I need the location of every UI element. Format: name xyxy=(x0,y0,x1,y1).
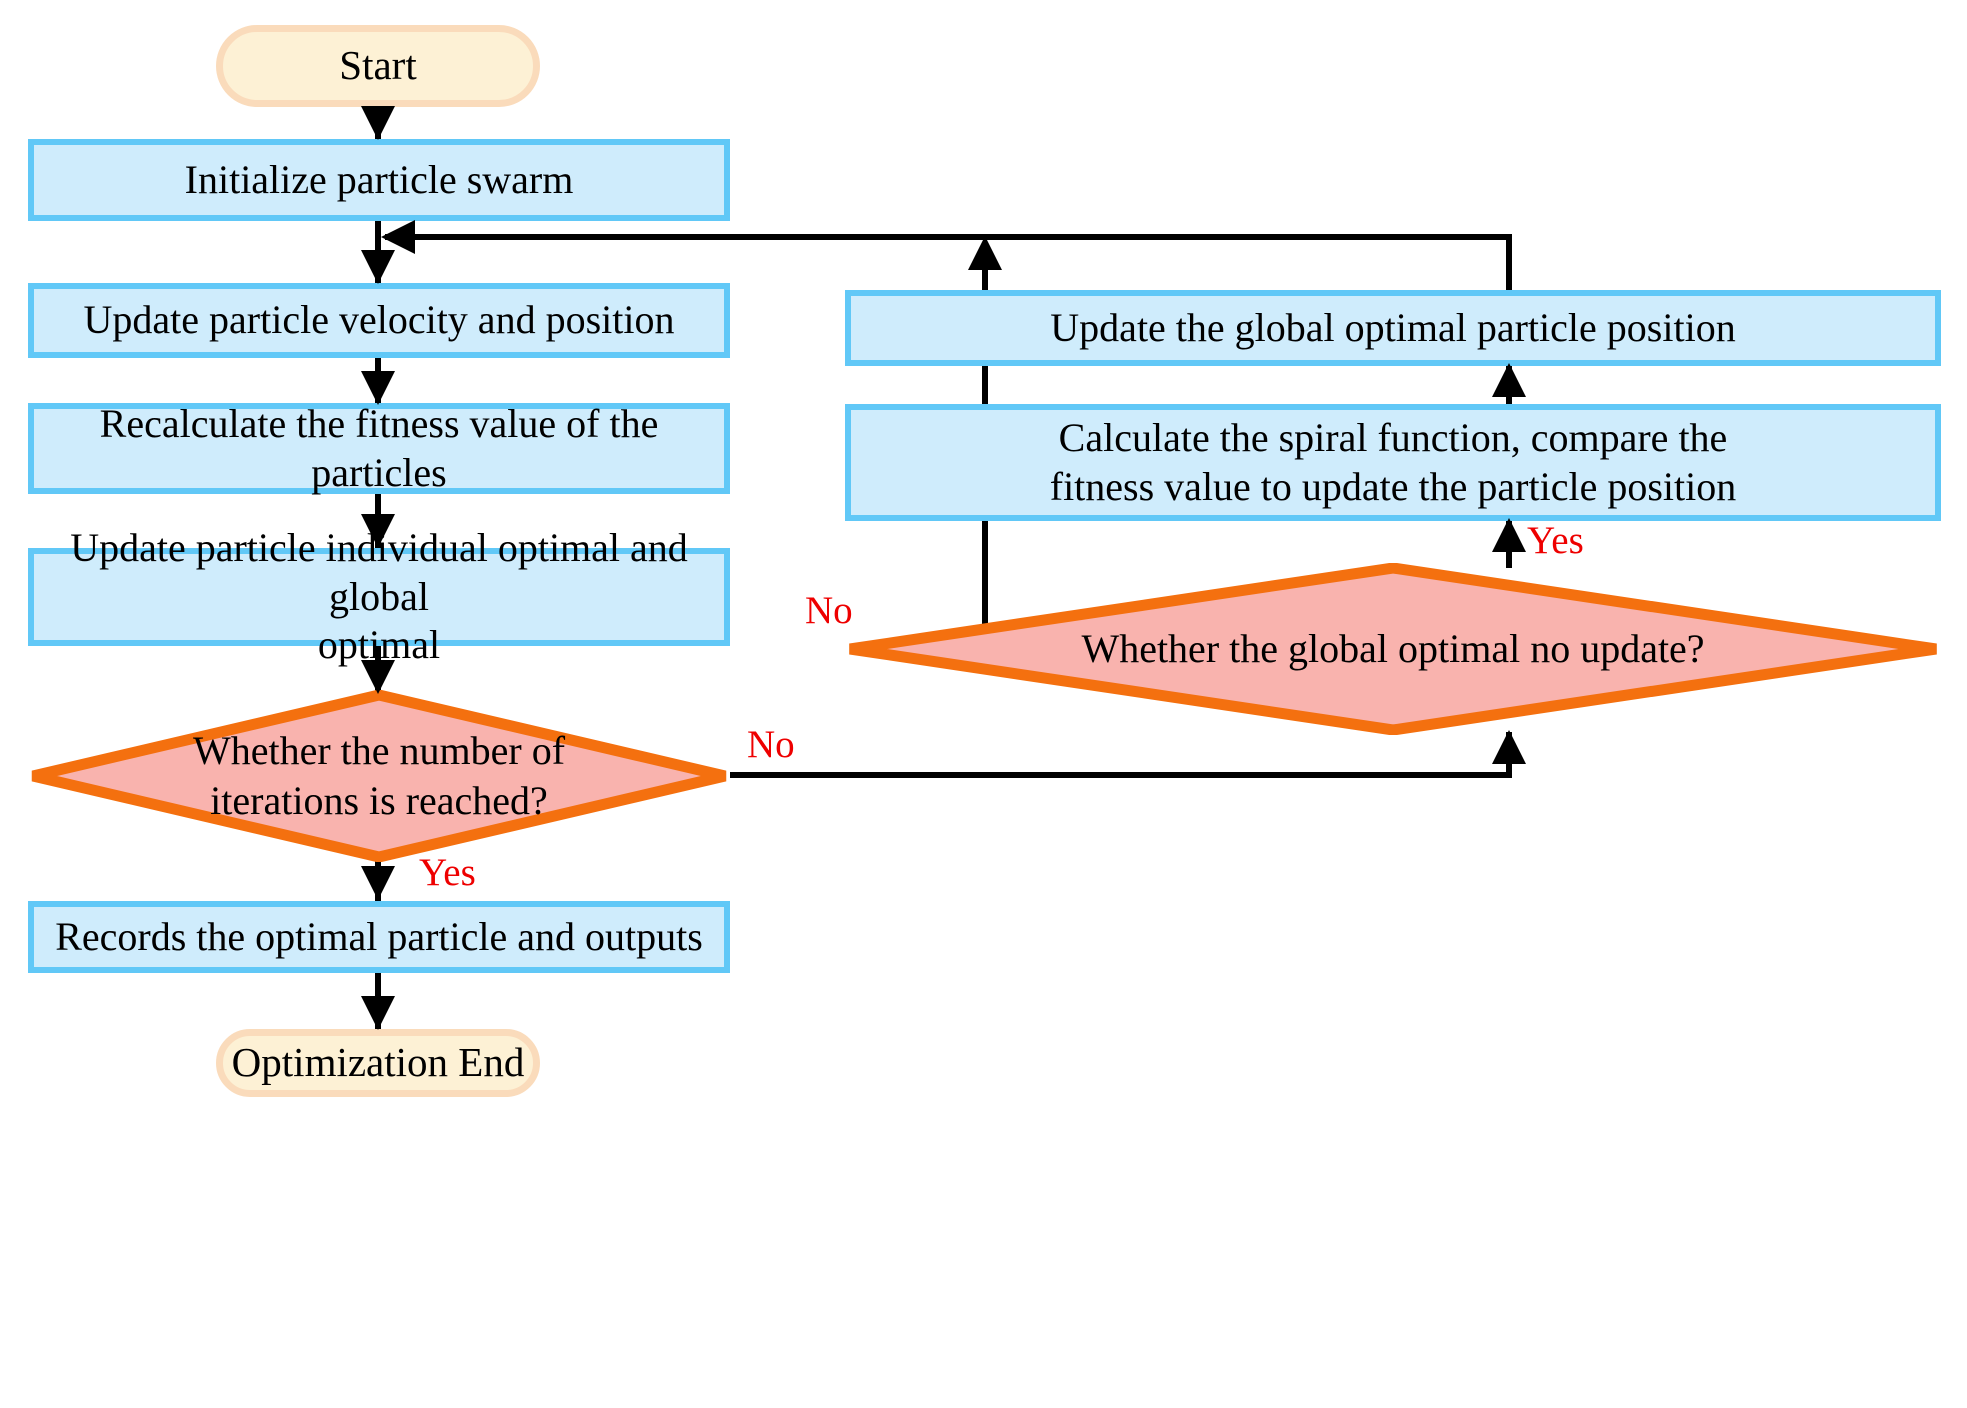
edge-label-iterations-no: No xyxy=(747,723,795,766)
edge-updateglobal-to-bus-vertical xyxy=(1506,234,1512,292)
node-decision-global-text: Whether the global optimal no update? xyxy=(845,563,1941,735)
node-spiral-line2: fitness value to update the particle pos… xyxy=(1049,463,1737,509)
arrowhead-init-to-updatevel xyxy=(361,250,395,284)
decision-iterations-line2: iterations is reached? xyxy=(210,778,548,823)
arrowhead-updatevel-to-recalc xyxy=(361,371,395,405)
node-decision-global-optimal[interactable]: Whether the global optimal no update? xyxy=(845,563,1941,735)
edge-return-bus xyxy=(385,234,1193,240)
node-optimization-end[interactable]: Optimization End xyxy=(216,1029,540,1097)
edge-updateglobal-to-bus-horizontal xyxy=(1187,234,1512,240)
node-initialize-label: Initialize particle swarm xyxy=(184,156,574,202)
edge-label-global-yes: Yes xyxy=(1527,519,1584,562)
node-spiral-text: Calculate the spiral function, compare t… xyxy=(1040,414,1746,512)
node-start[interactable]: Start xyxy=(216,25,540,107)
node-update-individual-global-optimal[interactable]: Update particle individual optimal and g… xyxy=(28,525,730,667)
arrowhead-start-to-init xyxy=(361,106,395,140)
node-update-optimal-line2: optimal xyxy=(317,622,441,668)
node-calculate-spiral-function[interactable]: Calculate the spiral function, compare t… xyxy=(845,404,1941,521)
node-update-velocity-label: Update particle velocity and position xyxy=(83,297,675,343)
decision-global-shape xyxy=(849,563,1937,735)
decision-iterations-line1: Whether the number of xyxy=(192,728,566,773)
node-recalculate-label: Recalculate the fitness value of the par… xyxy=(99,400,659,495)
node-initialize-particle-swarm[interactable]: Initialize particle swarm xyxy=(28,139,730,221)
node-decision-iterations-text: Whether the number of iterations is reac… xyxy=(28,690,730,862)
arrowhead-spiral-to-updateglobal xyxy=(1492,363,1526,397)
arrowhead-updateopt-to-decision xyxy=(361,660,395,694)
node-spiral-line1: Calculate the spiral function, compare t… xyxy=(1058,414,1728,460)
edge-label-iterations-yes: Yes xyxy=(419,851,476,894)
arrowhead-globaldecision-no-to-bus xyxy=(968,236,1002,270)
decision-global-label: Whether the global optimal no update? xyxy=(1081,626,1705,671)
arrowhead-decision-yes-to-records xyxy=(361,866,395,900)
arrowhead-recalc-to-updateopt xyxy=(361,514,395,548)
node-update-global-optimal-particle-position[interactable]: Update the global optimal particle posit… xyxy=(845,290,1941,366)
decision-iterations-shape xyxy=(31,690,727,862)
arrowhead-globaldecision-yes-to-spiral xyxy=(1492,518,1526,552)
edge-label-global-no: No xyxy=(805,589,853,632)
node-update-particle-velocity-position[interactable]: Update particle velocity and position xyxy=(28,283,730,358)
node-decision-iterations[interactable]: Whether the number of iterations is reac… xyxy=(28,690,730,862)
edge-decision-no-horizontal xyxy=(730,772,1512,778)
node-end-label: Optimization End xyxy=(231,1039,525,1086)
arrowhead-decision-no-to-globaldecision xyxy=(1492,730,1526,764)
arrowhead-records-to-end xyxy=(361,996,395,1030)
node-recalculate-fitness[interactable]: Recalculate the fitness value of the par… xyxy=(28,401,730,495)
node-update-global-label: Update the global optimal particle posit… xyxy=(1050,304,1736,350)
arrowhead-return-bus xyxy=(381,220,415,254)
node-start-label: Start xyxy=(339,42,417,89)
node-records-label: Records the optimal particle and outputs xyxy=(55,913,703,959)
node-records-optimal-particle[interactable]: Records the optimal particle and outputs xyxy=(28,901,730,973)
